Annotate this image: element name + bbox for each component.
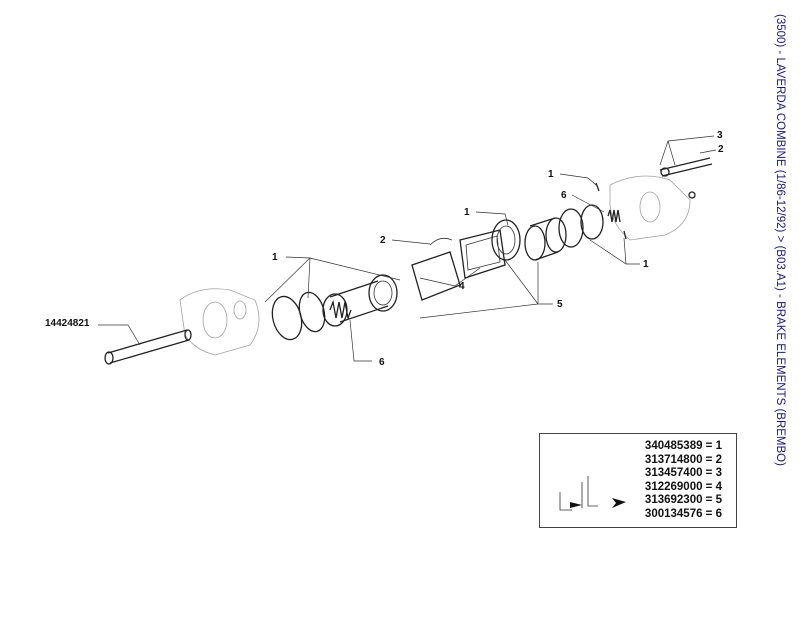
part-number: 312269000	[644, 480, 703, 493]
callout-6: 6	[561, 190, 567, 201]
callout-1: 1	[643, 259, 649, 270]
legend-row: 313692300 = 5	[644, 494, 722, 507]
seal-ring	[558, 208, 584, 248]
caliper-right-half	[609, 175, 691, 241]
part-number: 313457400	[644, 467, 703, 480]
seal-ring-inner	[496, 225, 516, 255]
ref-number: 3	[715, 467, 722, 480]
leader-lines	[98, 135, 717, 362]
legend-row: 300134576 = 6	[644, 507, 722, 520]
piston-part	[524, 217, 567, 261]
diagram-caption: (3500) - LAVERDA COMBINE (1/86-12/92) > …	[774, 14, 786, 466]
callout-1: 1	[272, 252, 278, 263]
callout-1: 1	[464, 207, 470, 218]
bleed-screw	[659, 157, 713, 199]
callout-2: 2	[380, 235, 386, 246]
bolt-part	[104, 329, 192, 365]
piston-part	[322, 274, 398, 327]
ref-number: 5	[715, 494, 722, 507]
callout-1: 1	[548, 169, 554, 180]
ref-number: 1	[715, 440, 722, 452]
brake-pad	[411, 229, 506, 301]
legend-row: 313457400 = 3	[644, 467, 722, 480]
legend-row: 340485389 = 1	[644, 440, 722, 452]
ref-number: 4	[715, 480, 722, 493]
spring-part	[607, 209, 621, 223]
legend-row: 312269000 = 4	[644, 480, 722, 493]
callout-bolt-part-number: 14424821	[45, 318, 90, 329]
seal-ring	[491, 219, 521, 261]
part-number: 313692300	[644, 494, 703, 507]
caliper-thumbnail-icon	[559, 476, 626, 511]
callout-2: 2	[718, 144, 724, 155]
seal-ring	[580, 204, 604, 240]
legend-row: 313714800 = 2	[644, 453, 722, 466]
callout-5: 5	[557, 299, 563, 310]
caliper-left-half	[179, 288, 260, 356]
parts-legend: 340485389 = 1 313714800 = 2 313457400 = …	[539, 433, 737, 528]
part-number: 313714800	[644, 453, 703, 466]
callout-3: 3	[717, 130, 723, 141]
part-number: 300134576	[644, 507, 703, 520]
seal-ring	[298, 291, 326, 333]
ref-number: 6	[715, 507, 722, 520]
part-number: 340485389	[644, 440, 703, 452]
legend-list: 340485389 = 1 313714800 = 2 313457400 = …	[645, 440, 722, 522]
spring-part	[329, 299, 352, 321]
callout-6: 6	[379, 357, 385, 368]
callout-4: 4	[459, 281, 465, 292]
pin-part	[595, 182, 627, 240]
ref-number: 2	[715, 453, 722, 466]
